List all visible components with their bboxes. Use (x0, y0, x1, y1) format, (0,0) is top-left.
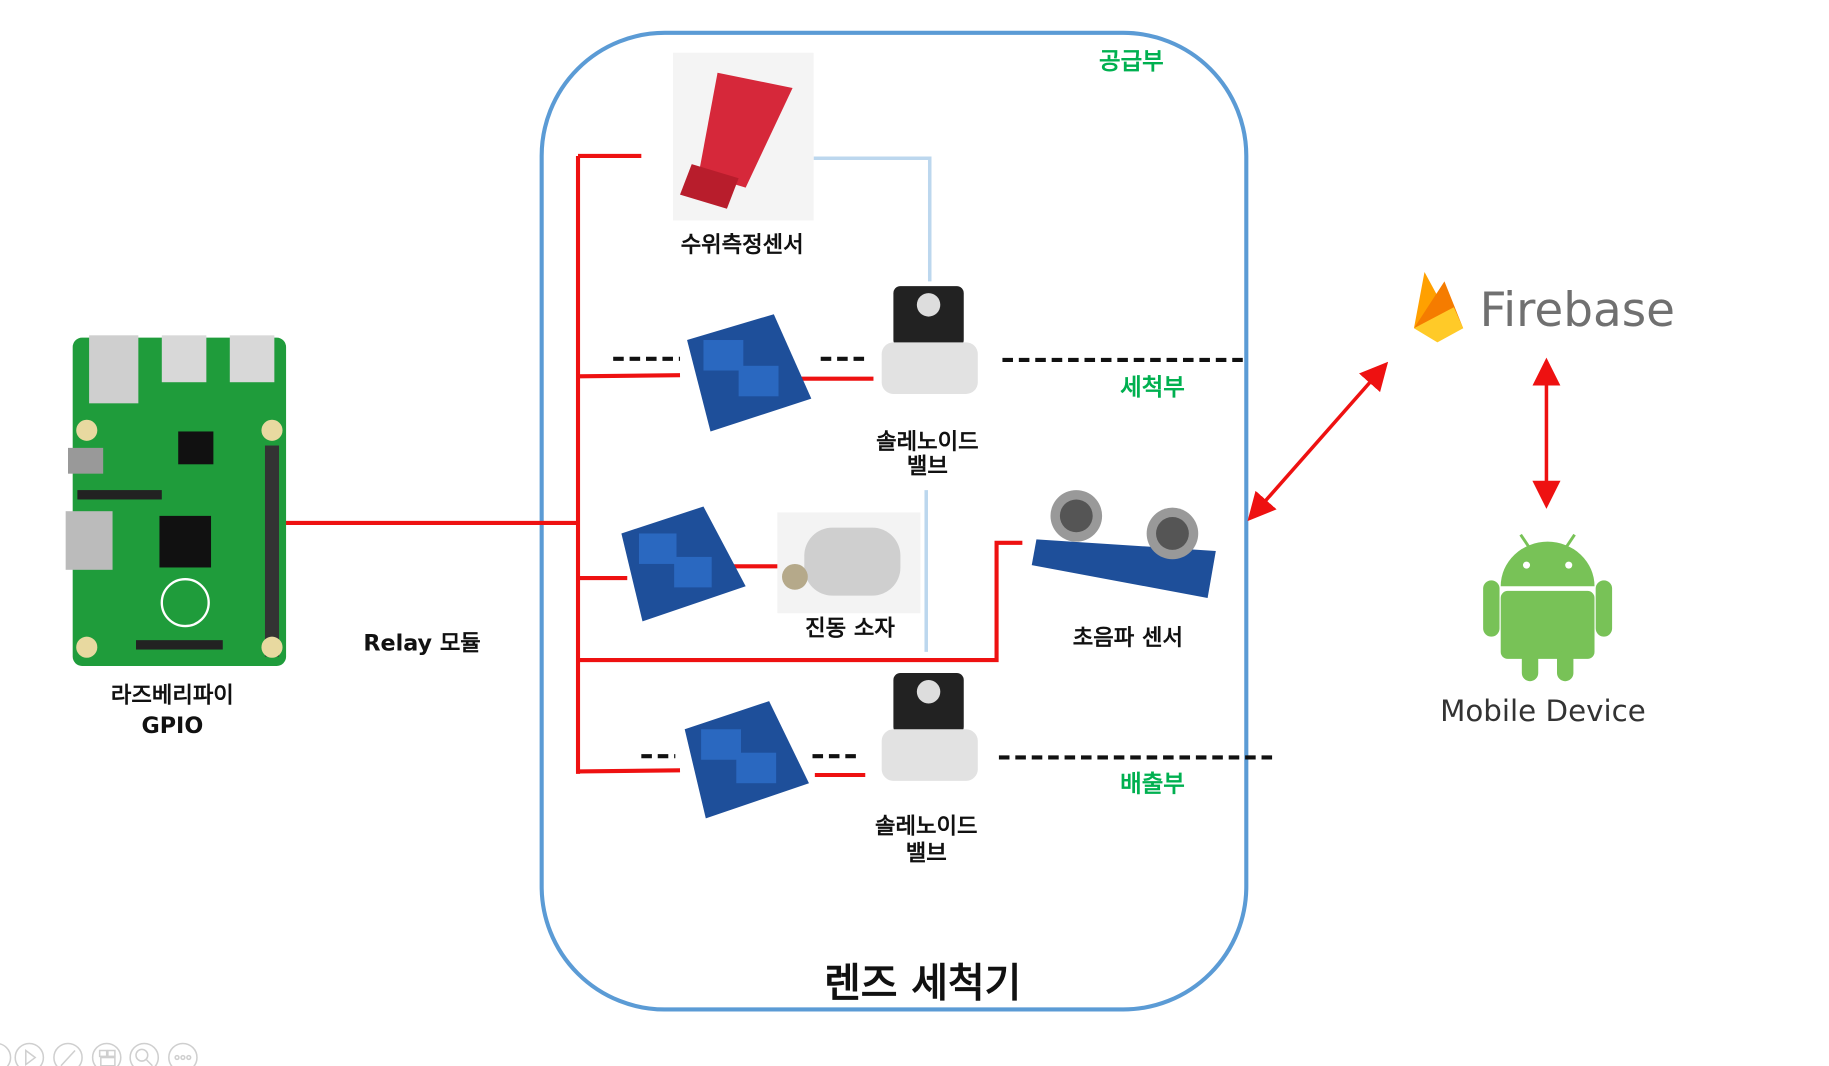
firebase-flame-icon (1413, 272, 1464, 343)
solenoid1-label: 솔레노이드 (876, 429, 978, 455)
vibration-label: 진동 소자 (805, 615, 895, 641)
pen-icon[interactable] (53, 1042, 83, 1066)
rpi-gpio-label: GPIO (141, 713, 203, 739)
diagram-title: 렌즈 세척기 (824, 961, 1021, 1007)
section-supply: 공급부 (1099, 47, 1164, 75)
relay-bus-wires (281, 153, 1023, 778)
solenoid2-label: 솔레노이드 (875, 814, 977, 840)
rpi-label: 라즈베리파이 (111, 682, 234, 708)
solenoid1-label-2: 밸브 (907, 454, 948, 480)
pipe-dashes (613, 356, 1273, 760)
relay-module-2 (621, 506, 746, 622)
next-icon[interactable] (14, 1042, 45, 1066)
android-icon (1483, 533, 1613, 682)
slideshow-toolbar (0, 1042, 198, 1066)
mobile-device-label: Mobile Device (1440, 694, 1646, 728)
solenoid-valve-1 (881, 286, 978, 394)
ultrasonic-sensor (1031, 490, 1216, 598)
previous-icon[interactable] (0, 1043, 12, 1066)
firebase-label: Firebase (1480, 283, 1675, 338)
relay-module-3 (684, 701, 809, 819)
relay-module-1 (687, 314, 812, 432)
raspberry-logo-icon (160, 578, 210, 628)
water-sensor-label: 수위측정센서 (681, 232, 804, 258)
ultrasonic-label: 초음파 센서 (1073, 625, 1183, 651)
section-drain: 배출부 (1120, 769, 1185, 797)
vibration-motor (777, 512, 921, 614)
sensor-wire (813, 156, 932, 282)
water-level-sensor (672, 52, 814, 221)
raspberry-pi-board (65, 335, 287, 666)
relay-module-label: Relay 모듈 (363, 631, 480, 657)
solenoid-valve-2 (881, 672, 978, 781)
more-icon[interactable] (168, 1042, 198, 1066)
cloud-link-arrow (1247, 361, 1389, 522)
solenoid2-label-2: 밸브 (906, 841, 947, 867)
slides-grid-icon[interactable] (91, 1042, 122, 1066)
zoom-icon[interactable] (129, 1042, 160, 1066)
section-wash: 세척부 (1120, 373, 1185, 401)
